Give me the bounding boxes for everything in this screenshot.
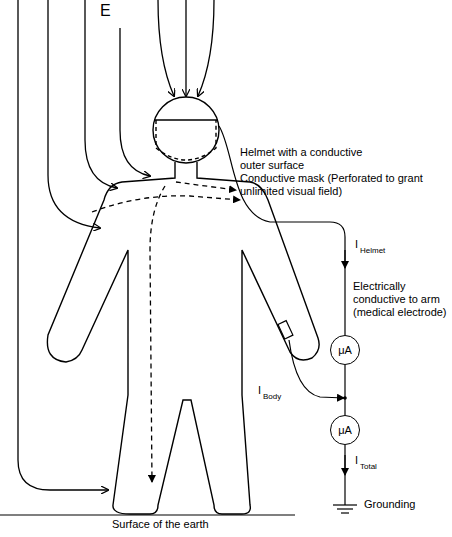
ammeter-circle: μA [330, 415, 360, 445]
current-subscript: Helmet [360, 246, 385, 256]
ground-surface-label: Surface of the earth [112, 518, 209, 531]
grounding-label: Grounding [364, 498, 415, 511]
meter-unit: μA [338, 344, 352, 356]
body-current [92, 182, 240, 482]
current-symbol: I [355, 238, 358, 251]
current-subscript: Body [263, 392, 281, 402]
helmet-note: Helmet with a conductive outer surface [240, 146, 390, 172]
ammeter-circle: μA [330, 335, 360, 365]
current-subscript: Total [360, 462, 377, 472]
field-label: E [100, 2, 111, 20]
electrode-note: Electrically conductive to arm (medical … [353, 280, 450, 319]
mask-note: Conductive mask (Perforated to grant unl… [240, 172, 450, 198]
current-symbol: I [258, 384, 261, 397]
current-symbol: I [355, 454, 358, 467]
meter-unit: μA [338, 424, 352, 436]
medical-electrode [278, 321, 293, 339]
wires [0, 126, 357, 515]
field-lines [18, 0, 214, 490]
wire-connector [344, 365, 345, 415]
